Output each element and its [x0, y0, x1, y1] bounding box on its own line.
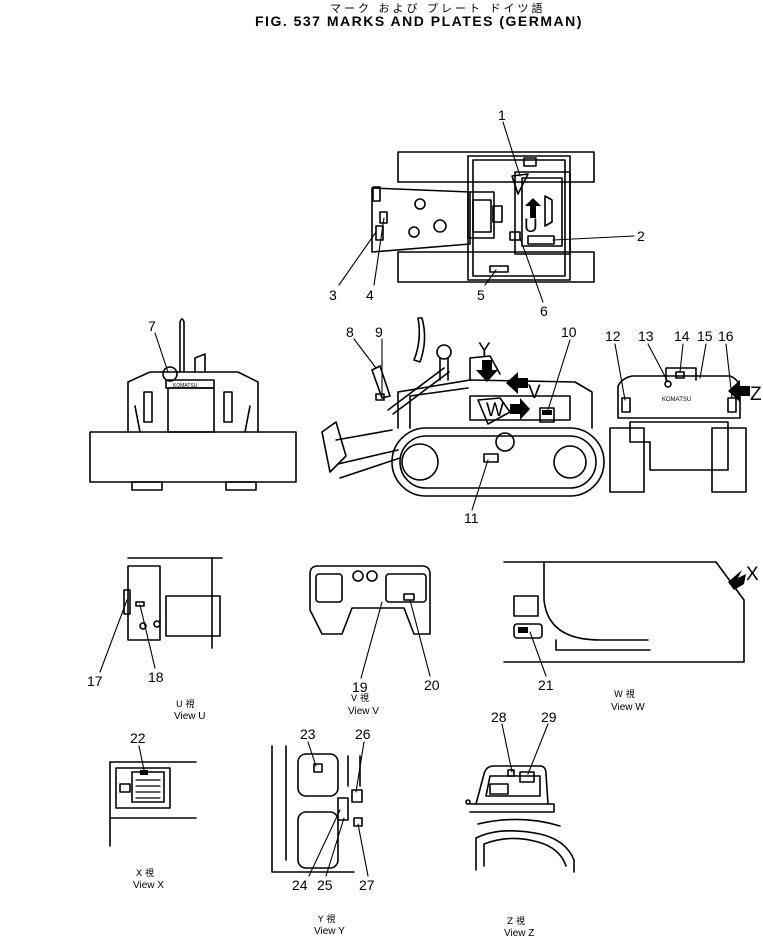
callout-7: 7 [148, 318, 156, 334]
marker-x: X [746, 564, 759, 585]
view-y-en: View Y [314, 926, 345, 937]
callout-23: 23 [300, 726, 316, 742]
marker-v: V [528, 382, 541, 403]
callout-1: 1 [498, 107, 506, 123]
callout-12: 12 [605, 328, 621, 344]
marker-u: U [524, 216, 538, 237]
callout-28: 28 [491, 709, 507, 725]
view-y-jp: Y 視 [317, 913, 335, 925]
figure-title: FIG. 537 MARKS AND PLATES (GERMAN) [255, 13, 583, 29]
view-x-drawing [109, 761, 197, 847]
callout-17: 17 [87, 673, 103, 689]
callout-13: 13 [638, 328, 654, 344]
callout-3: 3 [329, 287, 337, 303]
rear-komatsu-label: KOMATSU [662, 397, 691, 403]
callout-6: 6 [540, 303, 548, 319]
view-z-jp: Z 視 [507, 915, 525, 927]
view-marker-letters: U Y W V Z X [478, 216, 762, 585]
front-view: KOMATSU [89, 318, 297, 491]
callout-11: 11 [464, 510, 479, 526]
rear-view: KOMATSU [609, 367, 747, 493]
callout-29: 29 [541, 709, 557, 725]
view-w-drawing [503, 561, 745, 663]
callout-26: 26 [355, 726, 371, 742]
view-x-en: View X [133, 880, 164, 891]
callout-16: 16 [718, 328, 734, 344]
view-u-jp: U 視 [176, 698, 194, 710]
arrow-x [728, 570, 746, 590]
marker-y: Y [478, 340, 491, 361]
view-w-en: View W [611, 702, 645, 713]
callout-20: 20 [424, 677, 440, 693]
callout-24: 24 [292, 877, 308, 893]
japanese-title: マーク および プレート ドイツ語 [330, 2, 546, 15]
view-x-jp: X 視 [136, 867, 154, 879]
top-plan-view [371, 151, 595, 283]
marker-w: W [486, 400, 504, 421]
marker-z: Z [750, 384, 762, 405]
callout-19: 19 [352, 679, 368, 695]
callout-27: 27 [359, 877, 375, 893]
view-u-drawing [123, 557, 223, 649]
callout-25: 25 [317, 877, 333, 893]
view-z-drawing [465, 765, 575, 873]
callout-2: 2 [637, 228, 645, 244]
view-v-drawing [309, 565, 431, 635]
view-z-en: View Z [504, 928, 534, 937]
callout-22: 22 [130, 730, 146, 746]
view-y-drawing [271, 745, 363, 873]
callout-15: 15 [697, 328, 713, 344]
callout-9: 9 [375, 324, 383, 340]
view-captions: U 視 View U V 視 View V W 視 View W X 視 Vie… [133, 688, 645, 937]
arrow-z [728, 380, 750, 402]
callout-18: 18 [148, 669, 164, 685]
callout-4: 4 [366, 287, 374, 303]
arrow-v [506, 372, 528, 394]
arrow-w [510, 398, 530, 420]
view-arrows [476, 360, 750, 590]
callout-5: 5 [477, 287, 485, 303]
callout-14: 14 [674, 328, 690, 344]
view-u-en: View U [174, 711, 206, 722]
callout-numbers: 1 2 3 4 5 6 7 8 9 10 11 12 13 14 15 16 1… [87, 107, 734, 893]
view-v-jp: V 視 [351, 692, 369, 704]
side-view [321, 317, 605, 497]
front-komatsu-label: KOMATSU [173, 383, 198, 389]
callout-10: 10 [561, 324, 577, 340]
arrow-y [476, 360, 498, 382]
leader-lines [99, 121, 733, 877]
view-v-en: View V [348, 706, 379, 717]
view-w-jp: W 視 [614, 688, 635, 700]
callout-21: 21 [538, 677, 554, 693]
callout-8: 8 [346, 324, 354, 340]
